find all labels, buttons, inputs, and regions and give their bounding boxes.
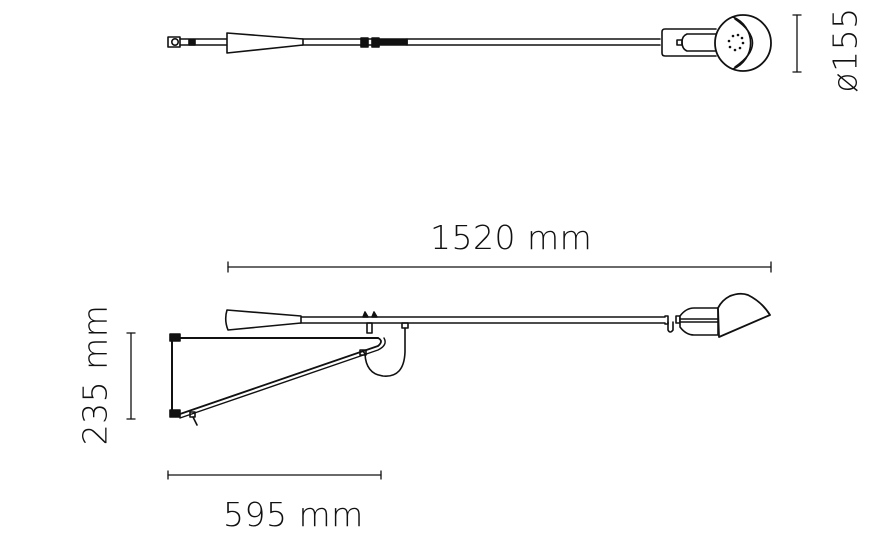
top-head-knob [676, 39, 683, 46]
top-wall-mount [167, 36, 181, 48]
length-dimension [227, 261, 772, 273]
side-counterweight [224, 309, 302, 331]
height-dimension [126, 332, 136, 420]
top-vent-holes [727, 33, 745, 52]
top-shade-rim [732, 16, 752, 70]
top-shade-inner [734, 18, 754, 68]
top-pivot-sleeve [378, 39, 408, 45]
diameter-dimension-label: ø155 [825, 7, 865, 93]
side-head-hook [667, 321, 674, 333]
side-pivot-bump-1 [362, 311, 369, 318]
length-dimension-label: 1520 mm [430, 218, 593, 257]
side-view [169, 292, 771, 426]
side-cable [362, 327, 406, 377]
side-bottom-screw [189, 411, 196, 418]
side-bracket-diagonal-lower [179, 337, 386, 419]
top-lamp-shade [714, 14, 772, 72]
top-pivot-right [371, 37, 380, 48]
side-wall-fixing-top [169, 333, 181, 342]
top-counterweight [226, 32, 304, 54]
top-pivot-left [360, 37, 369, 48]
side-wall-fixing-bottom [169, 409, 181, 418]
side-pivot-pin [366, 322, 373, 334]
side-pivot-bump-2 [371, 311, 378, 318]
side-cable-fitting [359, 349, 367, 356]
side-bracket-diagonal-upper [179, 337, 382, 415]
base-dimension-label: 595 mm [223, 495, 364, 534]
top-view [167, 14, 802, 73]
top-head-bracket [661, 28, 717, 57]
top-mount-hole [171, 37, 180, 46]
top-head-neck [681, 33, 717, 52]
side-head-joint [664, 315, 669, 325]
side-bottom-screw-tip [192, 416, 198, 426]
height-dimension-label: 235 mm [75, 304, 115, 446]
side-lamp-shade [717, 292, 771, 338]
base-dimension [167, 470, 382, 480]
